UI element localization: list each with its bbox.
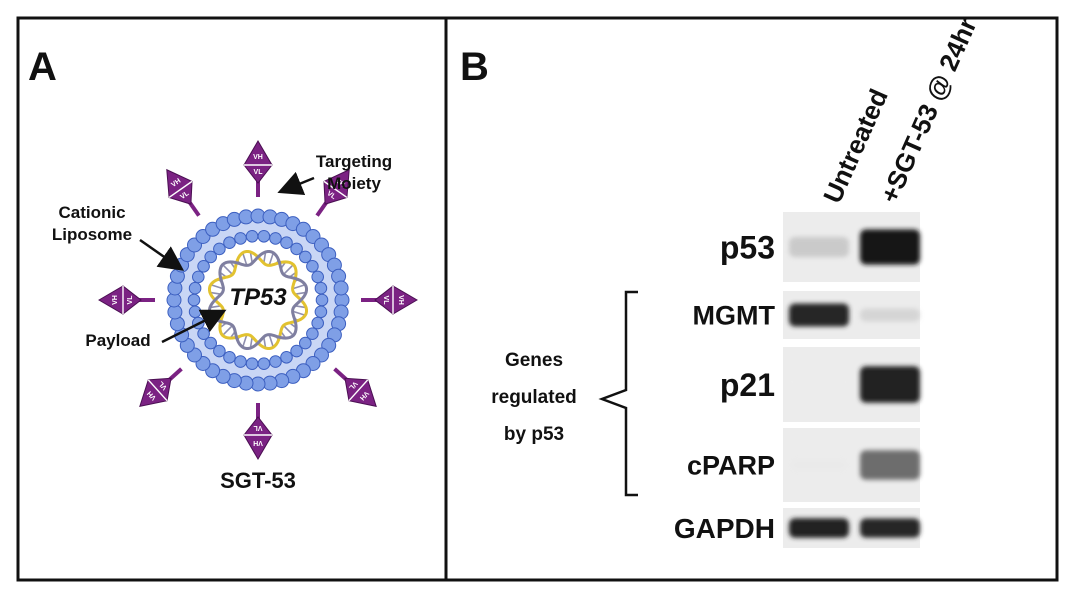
band-label: cPARP (687, 451, 775, 481)
blot-band (860, 518, 920, 538)
panel-a-letter: A (28, 45, 57, 89)
band-label: p21 (720, 367, 775, 403)
bracket-label-line3: by p53 (504, 424, 564, 445)
panel-b-frame (444, 16, 1059, 582)
vl-label: VL (347, 380, 359, 392)
targeting-label-line1: Targeting (316, 152, 392, 171)
vh-label: VH (358, 389, 370, 401)
payload-label: Payload (85, 331, 150, 350)
vh-label: VH (253, 154, 263, 161)
blot-band (860, 308, 920, 322)
column-header-sgt53: +SGT-53 @ 24hr (874, 13, 983, 207)
antibody-icon: VH VL (361, 285, 418, 315)
band-label: GAPDH (674, 513, 775, 544)
vh-label: VH (146, 389, 158, 401)
vh-label: VH (334, 178, 346, 189)
tp53-label: TP53 (229, 284, 287, 311)
dna-payload (208, 250, 308, 350)
vl-label: VL (179, 190, 191, 201)
cationic-label-line1: Cationic (58, 203, 125, 222)
blot-band (789, 236, 849, 258)
blot-band (860, 450, 920, 480)
vh-label: VH (253, 439, 263, 446)
blot-band (789, 376, 849, 393)
blot-band (860, 229, 920, 265)
targeting-arrow (277, 171, 315, 196)
blot-band (789, 518, 849, 538)
cationic-label-line2: Liposome (52, 225, 132, 244)
antibody-icon: VH VL (243, 140, 273, 197)
antibody-icon: VH VL (243, 403, 273, 460)
vh-label: VH (397, 295, 404, 305)
genes-bracket (598, 290, 638, 497)
panel-b-letter: B (460, 45, 489, 89)
panel-b: B Untreated +SGT-53 @ 24hr p53MGMTp21cPA… (460, 13, 983, 548)
bracket-label-line2: regulated (491, 387, 577, 408)
vh-label: VH (112, 295, 119, 305)
payload-arrow (161, 309, 227, 344)
blot-band (789, 457, 849, 473)
vh-label: VH (170, 178, 182, 189)
liposome-arrow (139, 238, 185, 271)
western-blot (783, 212, 920, 548)
antibody-icon: VH VL (98, 285, 155, 315)
targeting-label-line2: Moiety (327, 174, 381, 193)
blot-band (789, 303, 849, 327)
band-label: MGMT (693, 301, 776, 331)
vl-label: VL (254, 169, 264, 176)
blot-band (860, 366, 920, 403)
sgt53-caption: SGT-53 (220, 468, 296, 493)
vl-label: VL (253, 424, 263, 431)
vl-label: VL (157, 379, 169, 391)
vl-label: VL (325, 190, 337, 201)
vl-label: VL (127, 295, 134, 305)
vl-label: VL (382, 296, 389, 306)
bracket-label-line1: Genes (505, 350, 563, 371)
band-label: p53 (720, 230, 775, 266)
